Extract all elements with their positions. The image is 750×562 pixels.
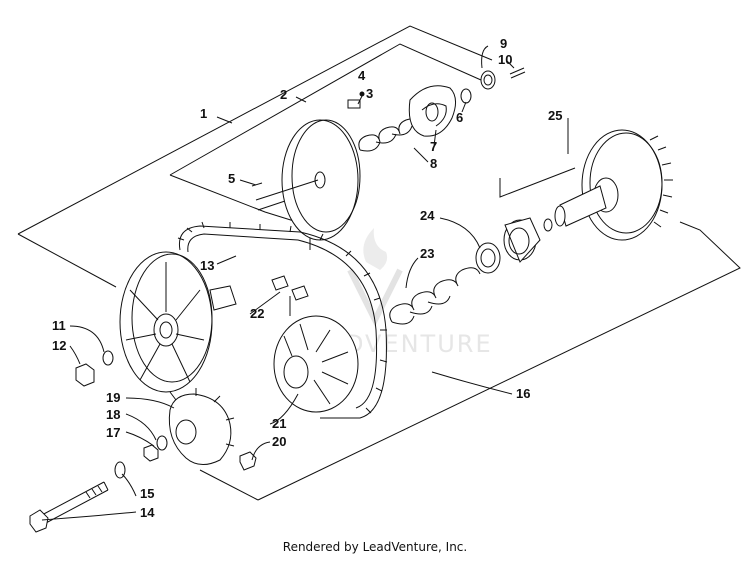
callout-9: 9 bbox=[500, 36, 507, 51]
callout-4: 4 bbox=[358, 68, 366, 83]
callout-20: 20 bbox=[272, 434, 286, 449]
callout-13: 13 bbox=[200, 258, 214, 273]
slider-shoes-22 bbox=[271, 275, 309, 316]
callout-14: 14 bbox=[140, 505, 155, 520]
callout-16: 16 bbox=[516, 386, 530, 401]
inner-sheave-21 bbox=[273, 315, 359, 413]
spider-7 bbox=[408, 85, 456, 137]
assembly-bracket-25 bbox=[499, 167, 576, 198]
hardware-parts bbox=[75, 350, 257, 479]
assembly-bracket-1 bbox=[17, 25, 493, 288]
callout-8: 8 bbox=[430, 156, 437, 171]
callout-6: 6 bbox=[456, 110, 463, 125]
callout-12: 12 bbox=[52, 338, 66, 353]
callout-17: 17 bbox=[106, 425, 120, 440]
assembly-bracket-16 bbox=[199, 221, 741, 501]
callout-23: 23 bbox=[420, 246, 434, 261]
callout-7: 7 bbox=[430, 139, 437, 154]
callout-21: 21 bbox=[272, 416, 286, 431]
footer-credit: Rendered by LeadVenture, Inc. bbox=[282, 540, 468, 554]
callout-25: 25 bbox=[548, 108, 562, 123]
clutch-sheave-2 bbox=[255, 119, 361, 241]
callout-3: 3 bbox=[366, 86, 373, 101]
callout-10: 10 bbox=[498, 52, 512, 67]
callout-24: 24 bbox=[420, 208, 435, 223]
callout-1: 1 bbox=[200, 106, 207, 121]
leader-lines bbox=[41, 45, 569, 521]
bearing-part bbox=[475, 217, 541, 274]
drive-belt-13 bbox=[177, 221, 388, 419]
driven-sheave-front bbox=[119, 251, 237, 393]
callout-22: 22 bbox=[250, 306, 264, 321]
driven-shaft-assembly bbox=[543, 129, 673, 241]
callout-15: 15 bbox=[140, 486, 154, 501]
bolt-14 bbox=[29, 481, 109, 533]
callout-18: 18 bbox=[106, 407, 120, 422]
spring-23 bbox=[389, 267, 481, 325]
callout-11: 11 bbox=[52, 318, 66, 333]
callout-19: 19 bbox=[106, 390, 120, 405]
watermark-logo bbox=[347, 228, 403, 327]
cam-19 bbox=[168, 388, 235, 465]
clip-parts bbox=[251, 67, 526, 187]
callout-2: 2 bbox=[280, 87, 287, 102]
callout-labels: 1 2 3 4 5 6 7 8 9 10 11 12 13 14 15 16 1… bbox=[52, 36, 562, 520]
callout-5: 5 bbox=[228, 171, 235, 186]
